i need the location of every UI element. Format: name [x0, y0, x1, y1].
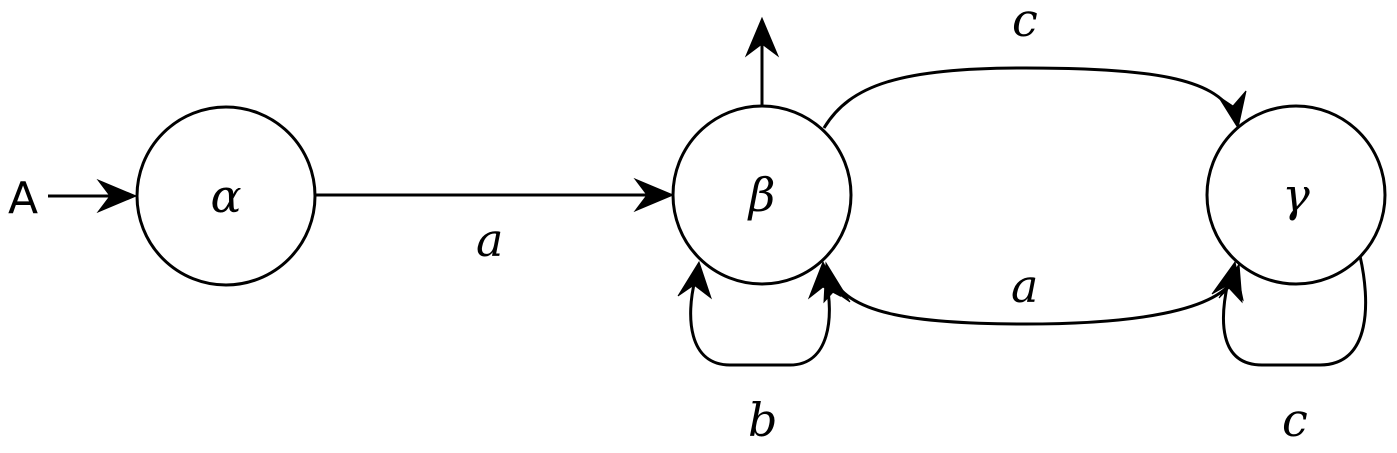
edge-label-gamma-to-beta: a	[1011, 259, 1038, 313]
loop-label-gamma: c	[1282, 393, 1308, 447]
state-label-gamma: γ	[1282, 168, 1310, 222]
initial-label: A	[8, 173, 38, 224]
edge-label-alpha-to-beta: a	[476, 213, 503, 267]
edge-label-beta-to-gamma: c	[1012, 0, 1038, 47]
loop-beta	[677, 260, 842, 367]
state-alpha: α	[135, 105, 317, 287]
loop-label-beta: b	[748, 393, 777, 447]
state-gamma: γ	[1205, 104, 1387, 286]
state-label-beta: β	[747, 168, 776, 222]
initial-arrow	[48, 178, 138, 214]
output-arrow	[744, 16, 780, 106]
state-beta: β	[671, 104, 853, 286]
edge-alpha-to-beta	[316, 177, 675, 213]
loop-gamma	[1211, 255, 1368, 367]
edge-beta-to-gamma	[822, 66, 1247, 130]
state-label-alpha: α	[210, 169, 241, 223]
